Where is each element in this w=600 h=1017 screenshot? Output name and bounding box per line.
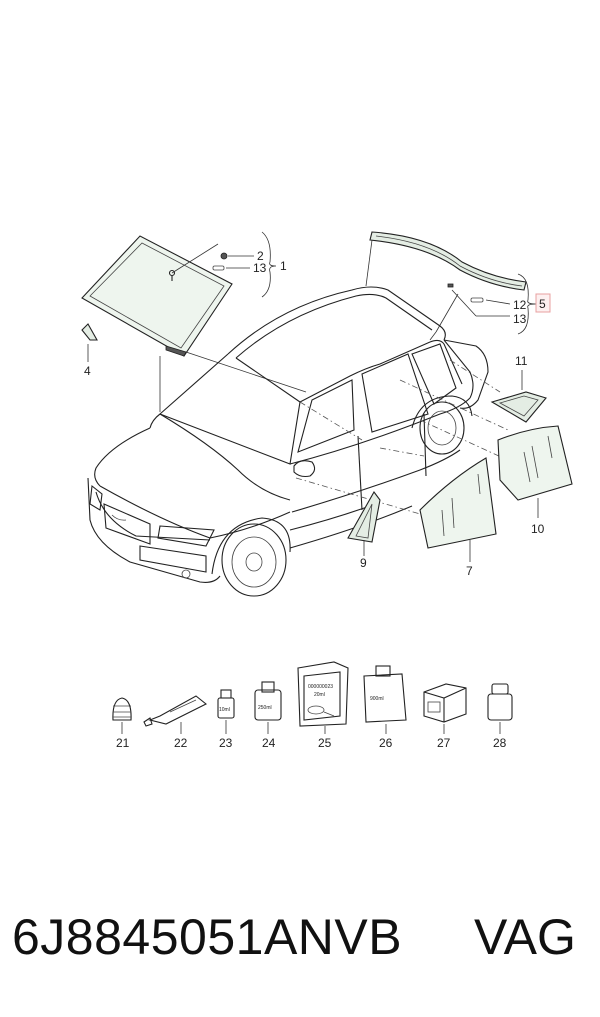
bottle-23-label: 10ml — [219, 707, 230, 713]
callout-12: 12 — [513, 298, 527, 312]
sensor-part-2[interactable] — [220, 252, 228, 260]
kit-part-25[interactable]: 000000023 20ml — [297, 661, 349, 727]
callout-13-rear: 13 — [513, 312, 527, 326]
clip-part-4[interactable] — [81, 323, 98, 341]
accessory-part-21[interactable] — [112, 697, 132, 721]
callout-11: 11 — [515, 354, 528, 368]
callout-21: 21 — [116, 736, 130, 750]
callout-2: 2 — [257, 249, 264, 263]
car-outline — [87, 286, 489, 597]
jar-part-28[interactable] — [487, 683, 513, 721]
box-part-27[interactable] — [423, 683, 467, 723]
callout-28: 28 — [493, 736, 507, 750]
canister-part-26[interactable]: 900ml — [363, 665, 407, 723]
callout-4: 4 — [84, 364, 91, 378]
callout-10: 10 — [531, 522, 545, 536]
callout-7: 7 — [466, 564, 473, 578]
rear-door-glass-part-10[interactable] — [497, 425, 573, 501]
callout-22: 22 — [174, 736, 188, 750]
callout-23: 23 — [219, 736, 233, 750]
callout-13-front: 13 — [253, 261, 267, 275]
pad-part-13-front[interactable] — [212, 265, 225, 271]
rear-window-glass[interactable] — [369, 231, 527, 303]
front-door-glass-part-7[interactable] — [419, 457, 497, 549]
quarter-glass-part-11[interactable] — [490, 391, 547, 423]
callout-5: 5 — [539, 297, 546, 311]
kit-25-label-2: 20ml — [314, 692, 325, 698]
triangle-glass-part-9[interactable] — [347, 490, 381, 543]
tube-part-22[interactable] — [143, 695, 208, 727]
callout-27: 27 — [437, 736, 451, 750]
windscreen-glass[interactable] — [81, 235, 233, 357]
part-number: 6J8845051ANVB — [12, 909, 403, 965]
brand-label: VAG — [474, 909, 576, 965]
callout-1: 1 — [280, 259, 287, 273]
bottle-part-23[interactable]: 10ml — [217, 689, 235, 719]
can-24-label: 250ml — [258, 705, 272, 711]
highlight-box-5 — [535, 293, 551, 313]
canister-26-label: 900ml — [370, 696, 384, 702]
callout-26: 26 — [379, 736, 393, 750]
callout-25: 25 — [318, 736, 332, 750]
kit-25-label-1: 000000023 — [308, 684, 333, 690]
callout-24: 24 — [262, 736, 276, 750]
can-part-24[interactable]: 250ml — [254, 681, 282, 721]
callout-9: 9 — [360, 556, 367, 570]
